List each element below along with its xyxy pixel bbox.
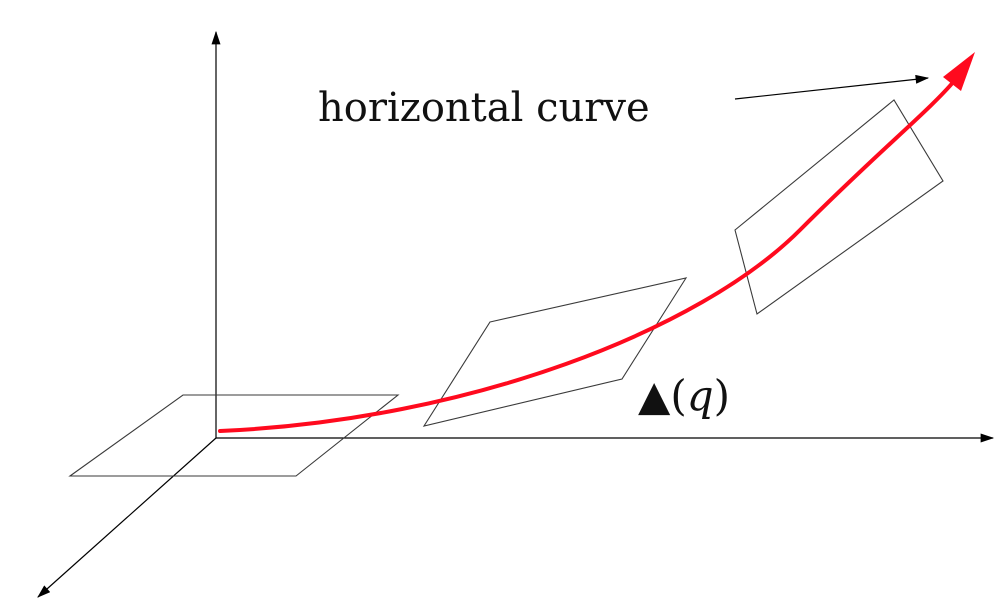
depth-axis [37, 437, 217, 598]
close-paren: ) [714, 371, 730, 420]
variable-q: q [687, 371, 714, 420]
label-pointer-arrow [734, 74, 930, 100]
distribution-label: ▲(q) [638, 371, 730, 420]
distribution-plane-1 [68, 394, 400, 477]
horizontal-curve-label: horizontal curve [318, 85, 650, 131]
horizontal-curve-arrowhead [943, 52, 975, 91]
open-paren: ( [670, 371, 686, 420]
horizontal-curve [218, 78, 957, 433]
triangle-symbol: ▲ [638, 371, 671, 420]
distribution-plane-2 [422, 277, 688, 427]
distribution-plane-3 [734, 99, 944, 315]
